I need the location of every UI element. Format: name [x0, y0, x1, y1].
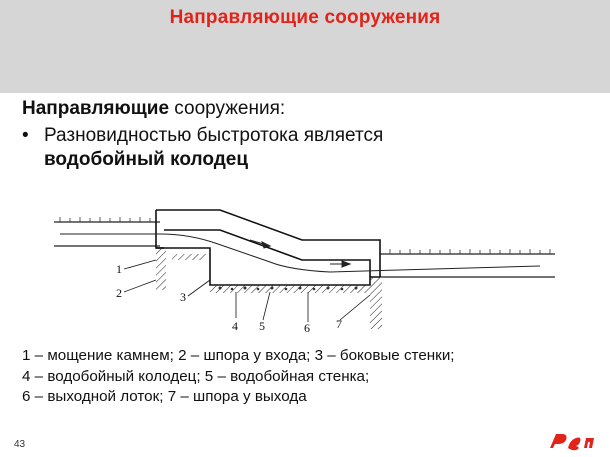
label-1: 1 [116, 262, 122, 276]
legend-line-3: 6 – выходной лоток; 7 – шпора у выхода [22, 388, 307, 405]
bullet-dot-icon: • [22, 125, 29, 146]
stones [218, 286, 358, 291]
slide-header: Направляющие сооружения [0, 0, 610, 93]
label-5: 5 [259, 319, 265, 333]
heading-rest: сооружения: [169, 98, 286, 119]
label-3: 3 [180, 290, 186, 304]
bullet-text: Разновидностью быстротока является [44, 125, 384, 146]
legend-line-1: 1 – мощение камнем; 2 – шпора у входа; 3… [22, 347, 455, 364]
terrain-hatch [59, 217, 551, 254]
water-flow [60, 233, 541, 273]
legend-line-2: 4 – водобойный колодец; 5 – водобойная с… [22, 367, 370, 385]
slide-content: Направляющие сооружения: • Разновидность… [22, 97, 592, 172]
channel-walls [155, 209, 381, 286]
ground-surface [54, 221, 555, 278]
stone-pitching [156, 248, 382, 329]
content-heading: Направляющие сооружения: [22, 97, 592, 121]
label-7: 7 [336, 317, 342, 331]
bullet-emphasis: водобойный колодец [44, 149, 249, 170]
rzd-logo-icon [550, 434, 594, 451]
diagram-legend: 1 – мощение камнем; 2 – шпора у входа; 3… [22, 346, 602, 408]
leader-lines [123, 259, 371, 322]
label-2: 2 [116, 286, 122, 300]
page-number: 43 [14, 439, 26, 450]
heading-bold: Направляющие [22, 98, 170, 119]
slide-title: Направляющие сооружения [169, 7, 441, 28]
label-6: 6 [304, 321, 310, 335]
bullet-item: • Разновидностью быстротока является вод… [22, 124, 592, 172]
stilling-basin-diagram: 1 2 3 4 5 6 7 [54, 209, 555, 335]
label-4: 4 [232, 319, 238, 333]
